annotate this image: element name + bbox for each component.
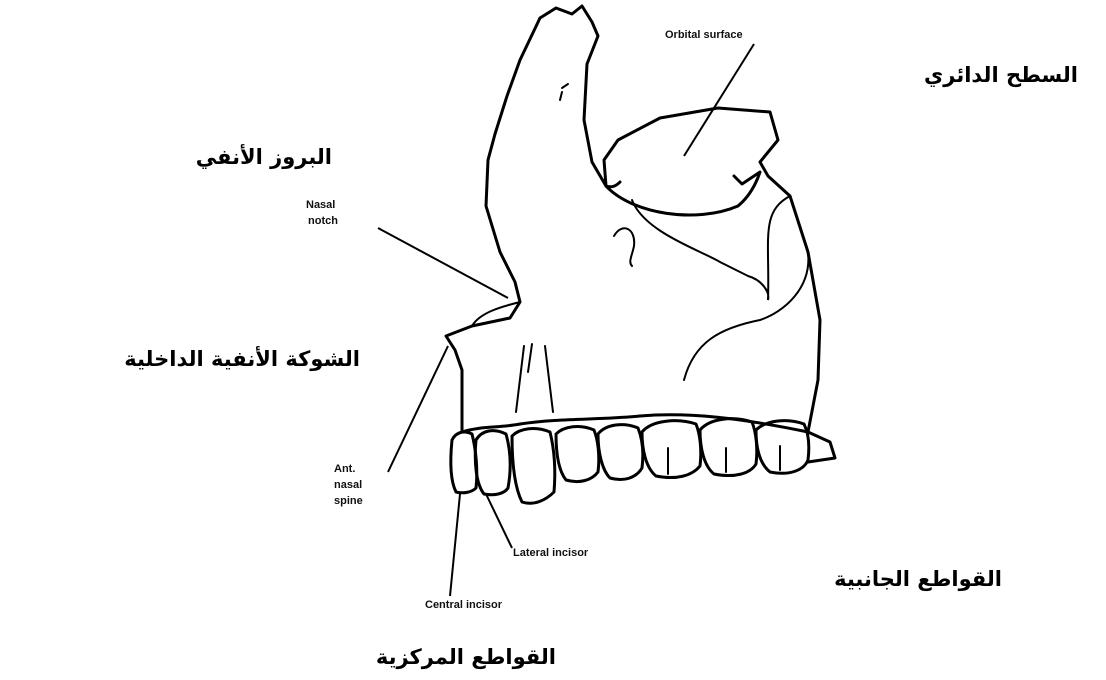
orbital-surface-shape [606, 172, 760, 215]
tooth-central-incisor [451, 432, 477, 493]
tooth-premolar-1 [556, 427, 599, 482]
zygomatic-process [684, 252, 808, 380]
leader-central-incisor [450, 494, 460, 596]
label-ant-nasal-spine-en-3: spine [334, 495, 363, 507]
root-line-1 [516, 346, 524, 412]
infraorbital-foramen [614, 228, 634, 266]
label-nasal-notch-en-1: Nasal [306, 199, 335, 211]
label-lateral-incisor-en: Lateral incisor [513, 547, 589, 559]
label-orbital-surface-ar: السطح الدائري [924, 63, 1078, 88]
label-central-incisors-ar: القواطع المركزية [376, 645, 556, 669]
leader-nasal-notch [378, 228, 508, 298]
label-lateral-incisors-ar: القواطع الجانبية [834, 567, 1002, 591]
root-line-3 [545, 346, 553, 412]
leader-ant-nasal-spine [388, 346, 448, 472]
leader-orbital-surface [684, 44, 754, 156]
label-central-incisor-en: Central incisor [425, 599, 503, 611]
label-orbital-surface-en: Orbital surface [665, 29, 743, 41]
tooth-molar-2 [700, 419, 757, 476]
top-detail-mark [560, 84, 568, 100]
tooth-lateral-incisor [475, 431, 510, 495]
maxilla-outline [446, 6, 835, 462]
label-anterior-nasal-spine-ar: الشوكة الأنفية الداخلية [124, 345, 360, 371]
teeth-row [451, 415, 809, 503]
label-nasal-process-ar: البروز الأنفي [196, 143, 332, 169]
tooth-molar-1 [642, 421, 701, 478]
tooth-molar-3 [756, 421, 809, 474]
label-ant-nasal-spine-en-1: Ant. [334, 463, 355, 475]
tooth-premolar-2 [598, 425, 643, 480]
label-nasal-notch-en-2: notch [308, 215, 338, 227]
root-line-2 [528, 344, 532, 372]
label-ant-nasal-spine-en-2: nasal [334, 479, 362, 491]
leader-lateral-incisor [486, 494, 512, 548]
tooth-canine [512, 429, 555, 504]
